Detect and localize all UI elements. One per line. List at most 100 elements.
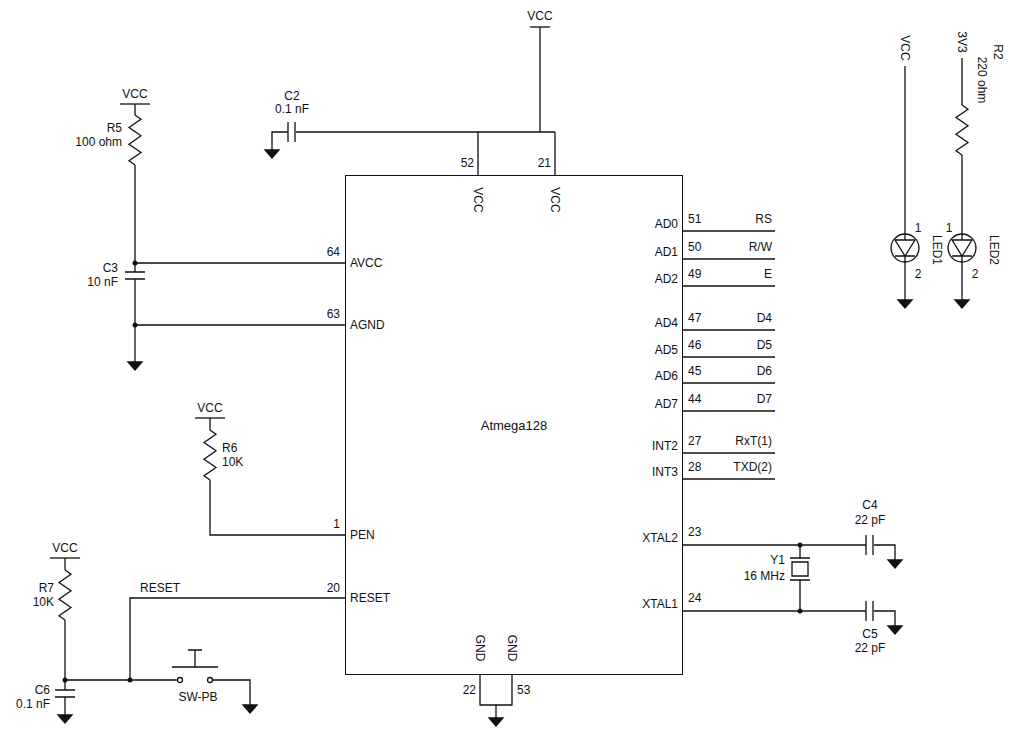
value-label: 10 nF [87, 275, 118, 289]
part-label: SW-PB [178, 690, 217, 704]
wire [272, 132, 288, 150]
wire [210, 480, 345, 535]
pin-name: AGND [350, 318, 385, 332]
led-symbol [952, 240, 972, 256]
junction-dot [128, 678, 133, 683]
junction-dot [63, 678, 68, 683]
net-label: 3V3 [955, 31, 969, 52]
pin-name: AD5 [655, 343, 678, 357]
wire [480, 675, 512, 705]
value-label: 220 ohm [975, 57, 989, 104]
pin-number: 28 [688, 460, 701, 474]
ground-symbol [955, 300, 969, 308]
pin-number: 27 [688, 434, 701, 448]
wire [65, 679, 178, 680]
wire [961, 256, 962, 300]
pin-number: 20 [327, 581, 340, 595]
wire [135, 279, 345, 325]
pin-name: AD7 [655, 397, 678, 411]
wire [64, 558, 65, 570]
pin-name: INT2 [652, 439, 678, 453]
pin-name: AD2 [655, 272, 678, 286]
wire [212, 680, 250, 705]
pin-number: 24 [688, 591, 701, 605]
part-label: R2 [991, 44, 1005, 59]
chip-body: Atmega128 [345, 175, 683, 675]
net-label: D7 [757, 392, 772, 406]
pin-number: 21 [538, 156, 551, 170]
part-label: C2 [284, 89, 299, 103]
wire [683, 610, 866, 611]
part-label: C3 [103, 261, 118, 275]
pin-number: 23 [688, 525, 701, 539]
value-label: 0.1 nF [275, 102, 309, 116]
value-label: 22 pF [855, 513, 886, 527]
value-label: 100 ohm [75, 135, 122, 149]
wire [961, 58, 962, 105]
pin-name: PEN [350, 528, 375, 542]
pin-number: 53 [517, 683, 530, 697]
wire [134, 104, 135, 115]
ground-symbol [888, 560, 902, 568]
net-label: D5 [757, 338, 772, 352]
net-label: D6 [757, 364, 772, 378]
wire [683, 452, 775, 453]
wire [683, 478, 775, 479]
part-label: R5 [107, 121, 122, 135]
value-label: 10K [222, 455, 243, 469]
wire [539, 27, 540, 132]
junction-dot [798, 543, 803, 548]
wire [904, 66, 905, 240]
switch-contact [178, 678, 183, 683]
net-label: VCC [122, 87, 147, 101]
chip-name: Atmega128 [473, 414, 556, 437]
part-label: C5 [862, 627, 877, 641]
wire [135, 165, 345, 263]
capacitor-symbol [288, 122, 295, 142]
pin-number: 45 [688, 364, 701, 378]
wire [477, 132, 478, 175]
value-label: 0.1 nF [16, 697, 50, 711]
ground-symbol [489, 718, 503, 726]
junction-dot [798, 609, 803, 614]
wire [874, 611, 895, 626]
net-label: D4 [757, 311, 772, 325]
resistor-symbol [204, 430, 216, 480]
pin-number: 44 [688, 392, 701, 406]
pin-name: AD6 [655, 369, 678, 383]
wire [64, 697, 65, 715]
wire [209, 418, 210, 430]
ground-symbol [128, 362, 142, 370]
wire [683, 258, 775, 259]
capacitor-symbol [55, 690, 75, 697]
wire [874, 545, 895, 560]
wire [495, 705, 496, 718]
capacitor-symbol [125, 272, 145, 279]
pin-number: 22 [463, 683, 476, 697]
ground-symbol [243, 705, 257, 713]
wire [683, 544, 866, 545]
net-label: R/W [749, 240, 772, 254]
value-label: 10K [33, 595, 54, 609]
pin-number: 2 [915, 267, 922, 281]
pin-number: 50 [688, 240, 701, 254]
pin-number: 46 [688, 338, 701, 352]
pin-number: 1 [946, 221, 953, 235]
pin-name: VCC [471, 187, 485, 212]
value-label: 22 pF [855, 641, 886, 655]
part-label: LED2 [987, 235, 1001, 265]
capacitor-symbol [866, 535, 873, 555]
wire [683, 356, 775, 357]
net-label: RxT(1) [735, 434, 772, 448]
net-label: VCC [52, 541, 77, 555]
junction-dot [133, 323, 138, 328]
wire [904, 256, 905, 300]
wire [683, 382, 775, 383]
pin-number: 1 [915, 221, 922, 235]
pin-number: 2 [972, 267, 979, 281]
ground-symbol [58, 715, 72, 723]
wire [130, 598, 345, 680]
wire [683, 329, 775, 330]
ground-symbol [888, 626, 902, 634]
supply-bar [530, 26, 550, 27]
